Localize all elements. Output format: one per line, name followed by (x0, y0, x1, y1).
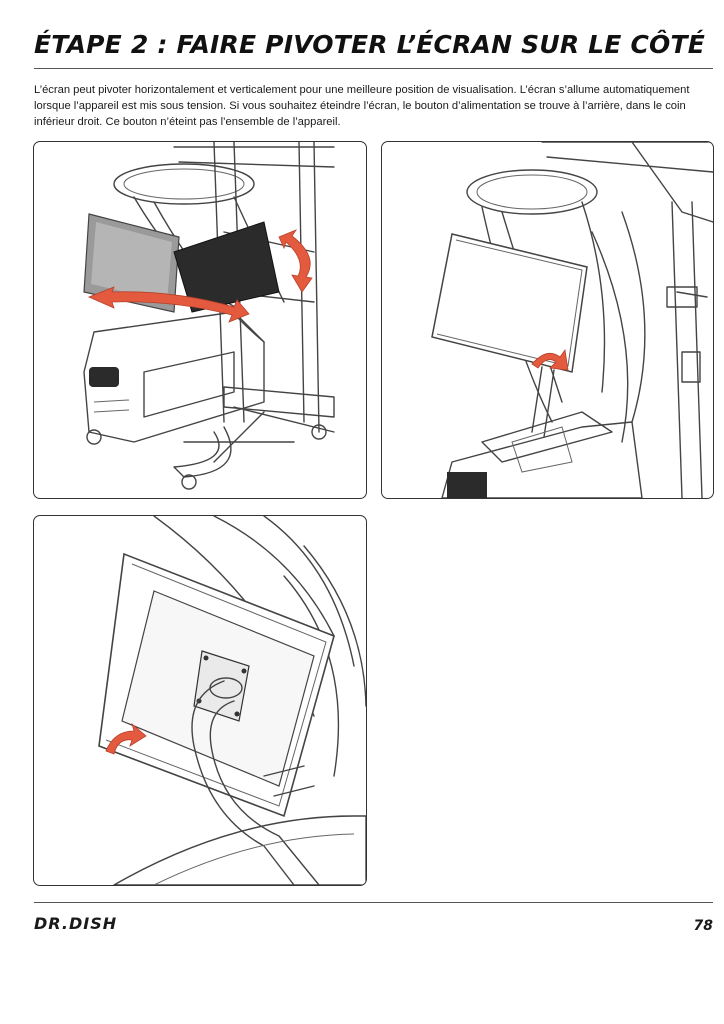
title-divider (34, 68, 713, 69)
illustration-screen-back (33, 515, 367, 886)
brand-logo: DR.DISH (34, 914, 118, 933)
footer-divider (34, 902, 713, 903)
power-button-arrow (105, 722, 147, 755)
illustration-machine-overview (33, 141, 367, 499)
horizontal-swivel-arrow (87, 286, 250, 323)
illustration-screen-tilt (381, 141, 714, 499)
intro-paragraph: L’écran peut pivoter horizontalement et … (34, 84, 690, 128)
tilt-arrow (531, 348, 569, 371)
vertical-tilt-arrow (278, 229, 313, 293)
page-number: 78 (693, 918, 713, 934)
page-title: ÉTAPE 2 : FAIRE PIVOTER L’ÉCRAN SUR LE C… (34, 30, 706, 59)
